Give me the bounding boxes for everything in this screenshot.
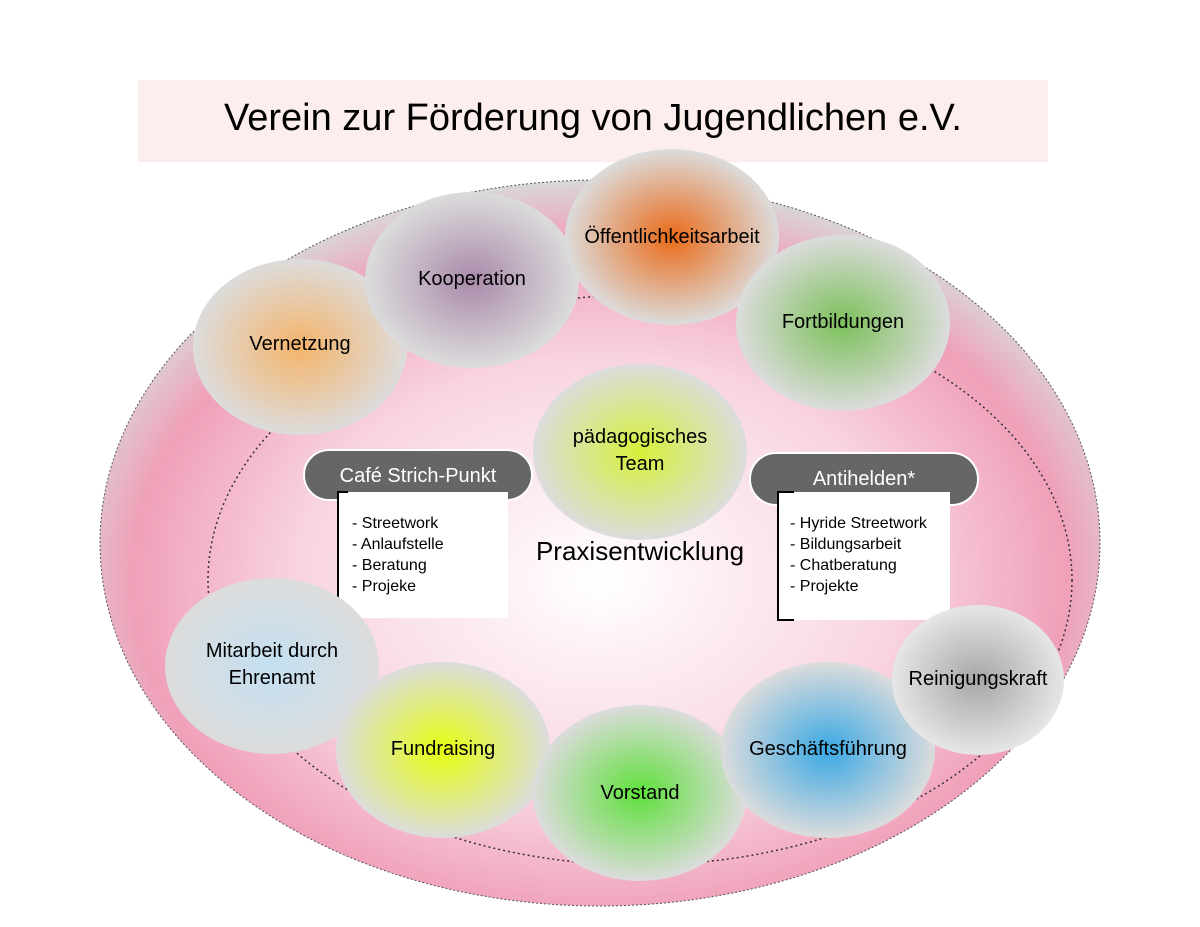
node-fundraising: Fundraising xyxy=(336,662,550,838)
node-label: Team xyxy=(616,453,665,475)
project-item: - Beratung xyxy=(352,557,427,574)
node-label: Reinigungskraft xyxy=(909,668,1048,690)
node-oeffentlichkeitsarbeit: Öffentlichkeitsarbeit xyxy=(565,149,779,325)
project-item: - Hyride Streetwork xyxy=(790,515,928,532)
title-box xyxy=(138,80,1048,162)
node-label: Kooperation xyxy=(418,268,526,290)
center-label: Praxisentwicklung xyxy=(536,536,744,566)
node-geschaeftsfuehrung: Geschäftsführung xyxy=(721,662,935,838)
project-name: Café Strich-Punkt xyxy=(340,465,497,487)
node-fortbildungen: Fortbildungen xyxy=(736,235,950,411)
node-label: Fortbildungen xyxy=(782,311,904,333)
node-label: Geschäftsführung xyxy=(749,738,907,760)
node-label: Öffentlichkeitsarbeit xyxy=(584,226,760,248)
node-label: Vorstand xyxy=(601,782,680,804)
node-kooperation: Kooperation xyxy=(365,192,579,368)
project-item: - Streetwork xyxy=(352,515,439,532)
node-reinigungskraft: Reinigungskraft xyxy=(892,605,1064,755)
project-antihelden: Antihelden* - Hyride Streetwork - Bildun… xyxy=(749,452,979,621)
node-label: pädagogisches xyxy=(573,426,708,448)
project-item: - Projeke xyxy=(352,578,416,595)
node-label: Fundraising xyxy=(391,738,496,760)
project-cafe-strich-punkt: Café Strich-Punkt - Streetwork - Anlaufs… xyxy=(303,449,533,618)
diagram-title: Verein zur Förderung von Jugendlichen e.… xyxy=(224,97,962,139)
node-vernetzung: Vernetzung xyxy=(193,259,407,435)
node-vorstand: Vorstand xyxy=(533,705,747,881)
node-label: Mitarbeit durch xyxy=(206,640,338,662)
node-label: Vernetzung xyxy=(249,333,350,355)
project-name: Antihelden* xyxy=(813,468,916,490)
project-item: - Chatberatung xyxy=(790,557,897,574)
project-item: - Anlaufstelle xyxy=(352,536,444,553)
project-item: - Projekte xyxy=(790,578,859,595)
project-item: - Bildungsarbeit xyxy=(790,536,902,553)
node-label: Ehrenamt xyxy=(229,667,316,689)
